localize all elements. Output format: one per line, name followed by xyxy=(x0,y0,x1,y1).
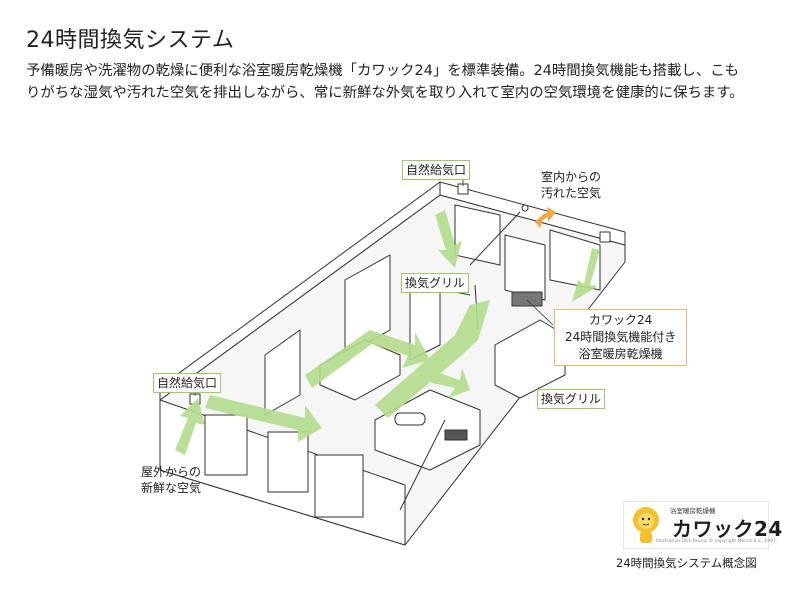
dirty-air-arrow xyxy=(535,207,556,228)
label-exhaust-grill-top: 換気グリル xyxy=(401,273,470,293)
label-indoor-dirty-air-line-1: 室内からの xyxy=(541,170,602,184)
fresh-air-flows xyxy=(175,210,600,455)
pipe xyxy=(399,419,446,511)
label-kawakku-line-1: カワック24 xyxy=(589,313,653,327)
lion-mascot-icon xyxy=(633,507,659,543)
closet-2 xyxy=(504,234,546,301)
fresh-air-arrow-2 xyxy=(305,330,430,388)
fresh-air-arrow-7 xyxy=(428,368,470,398)
partition-2 xyxy=(344,254,391,356)
fresh-air-arrow-5 xyxy=(435,210,462,268)
duct-top xyxy=(469,211,521,266)
label-exhaust-grill-bottom: 換気グリル xyxy=(537,389,606,409)
window-1 xyxy=(204,414,248,476)
description-line-1: 予備暖房や洗濯物の乾燥に便利な浴室暖房乾燥機「カワック24」を標準装備。24時間… xyxy=(26,63,739,79)
kitchen-counter xyxy=(374,389,481,471)
fresh-air-arrow-4 xyxy=(175,398,205,455)
kawakku-logo: 浴室暖房乾燥機 カワック24 Illustration Dick Bruna, … xyxy=(623,501,782,549)
window-2 xyxy=(267,431,309,493)
bath-dryer xyxy=(511,291,543,307)
dirty-air-flow xyxy=(535,207,556,228)
label-natural-intake-left: 自然給気口 xyxy=(153,373,222,393)
closet-1 xyxy=(454,204,501,266)
label-natural-intake-top: 自然給気口 xyxy=(402,160,471,180)
page-title: 24時間換気システム xyxy=(26,28,235,53)
logo-copyright: Illustration Dick Bruna, © copyright Mer… xyxy=(656,539,778,544)
fresh-air-arrow-6 xyxy=(572,248,600,302)
bathtub xyxy=(494,319,566,399)
fresh-air-arrow-3 xyxy=(375,300,490,418)
label-kawakku-line-2: 24時間換気機能付き xyxy=(565,330,677,344)
logo-main-text: カワック24 xyxy=(672,517,783,541)
description: 予備暖房や洗濯物の乾燥に便利な浴室暖房乾燥機「カワック24」を標準装備。24時間… xyxy=(26,60,786,104)
partition-1 xyxy=(264,329,301,416)
stove xyxy=(444,429,468,441)
label-fresh-air: 屋外からの 新鮮な空気 xyxy=(141,464,201,496)
label-indoor-dirty-air: 室内からの 汚れた空気 xyxy=(541,169,601,201)
logo-small-text: 浴室暖房乾燥機 xyxy=(670,507,716,515)
floor-plan xyxy=(159,181,626,546)
fresh-air-arrow-1 xyxy=(205,395,322,442)
label-kawakku: カワック24 24時間換気機能付き 浴室暖房乾燥機 xyxy=(554,309,688,366)
description-line-2: りがちな湿気や汚れた空気を排出しながら、常に新鮮な外気を取り入れて室内の空気環境… xyxy=(26,85,744,101)
window-3 xyxy=(314,454,364,518)
label-indoor-dirty-air-line-2: 汚れた空気 xyxy=(541,186,602,200)
label-fresh-air-line-2: 新鮮な空気 xyxy=(141,481,202,495)
vent-right xyxy=(599,231,611,243)
exhaust-point xyxy=(521,204,529,212)
label-kawakku-line-3: 浴室暖房乾燥機 xyxy=(578,347,663,361)
diagram-caption: 24時間換気システム概念図 xyxy=(616,556,757,570)
label-fresh-air-line-1: 屋外からの xyxy=(141,465,202,479)
sink xyxy=(394,412,426,426)
leader-kawakku xyxy=(526,299,554,326)
